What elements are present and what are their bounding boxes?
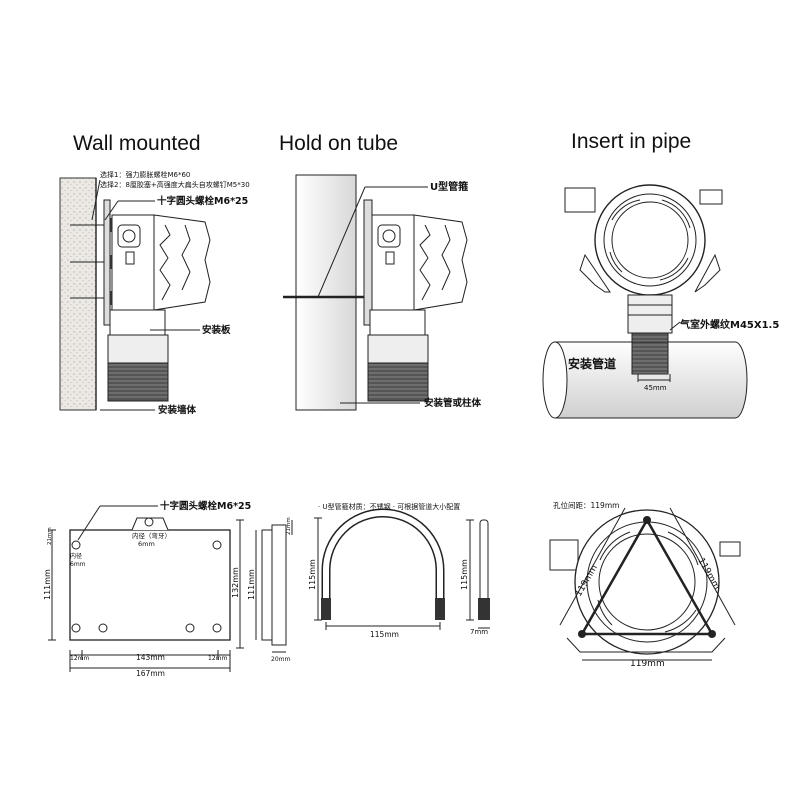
wall-detector — [107, 214, 211, 402]
title-hold-on-tube: Hold on tube — [279, 132, 399, 155]
plate-outline — [69, 529, 231, 641]
tube-detector — [363, 199, 468, 402]
plate-dimension-view: 十字圆头螺栓M6*25 内径（弯牙） 6mm 内径 6mm 111mm 21mm… — [43, 500, 293, 678]
ubolt-width: 115mm — [370, 630, 399, 639]
wall-body — [59, 177, 97, 411]
mounting-plate — [103, 199, 111, 326]
title-wall-mounted: Wall mounted — [73, 132, 201, 155]
plate-side-hole: 内径 — [70, 552, 82, 560]
hole-dim-bottom: 119mm — [630, 659, 665, 669]
dim-12-right: 12mm — [208, 655, 227, 662]
pipe-thread-label: 气室外螺纹M45X1.5 — [679, 318, 779, 331]
pipe-width-label: 45mm — [644, 384, 667, 392]
wall-plate-label: 安装板 — [202, 324, 231, 336]
wall-mounted-view: 选择1：强力膨胀螺栓M6*60 选择2：8厘胶塞+高强度大扁头自攻螺钉M5*30… — [59, 170, 250, 416]
dim-20: 20mm — [271, 656, 290, 663]
tube-support-label: 安装管或柱体 — [424, 397, 482, 409]
ubolt-nut-right — [435, 598, 445, 620]
dim-132: 132mm — [231, 567, 240, 598]
hole-spacing-view: 孔位间距：119mm 119mm 119mm 119mm — [549, 500, 741, 669]
dim-21-right: 21mm — [286, 517, 292, 535]
hold-on-tube-view: U型管箍 安装管或柱体 — [283, 174, 482, 411]
dim-21-top: 21mm — [47, 527, 53, 545]
wall-option2-label: 选择2：8厘胶塞+高强度大扁头自攻螺钉M5*30 — [100, 180, 250, 189]
plate-side-hole-size: 6mm — [70, 561, 86, 568]
plate-hole-size: 6mm — [138, 540, 155, 548]
ubolt-rod-size: 7mm — [470, 628, 488, 636]
wall-screw-label: 十字圆头螺栓M6*25 — [157, 195, 248, 207]
pipe-label: 安装管道 — [568, 356, 616, 371]
ubolt-dimension-view: · U型管箍材质：不锈钢 · 可根据管道大小配置 115mm 115mm 115… — [308, 502, 490, 639]
pipe-detector — [564, 184, 723, 374]
hole-triangle — [579, 517, 715, 636]
title-insert-in-pipe: Insert in pipe — [571, 130, 692, 153]
wall-label: 安装墙体 — [158, 404, 197, 416]
dim-12-left: 12mm — [70, 655, 89, 662]
ubolt-side-height: 115mm — [460, 559, 469, 590]
insert-in-pipe-view: 气室外螺纹M45X1.5 安装管道 45mm — [542, 184, 779, 419]
ubolt-note: · U型管箍材质：不锈钢 · 可根据管道大小配置 — [318, 502, 460, 511]
plate-screw-label: 十字圆头螺栓M6*25 — [160, 500, 251, 512]
support-tube — [295, 174, 357, 411]
ubolt-nut-left — [321, 598, 331, 620]
ubolt-height: 115mm — [308, 559, 317, 590]
dim-143: 143mm — [136, 653, 165, 662]
tube-ubolt-label: U型管箍 — [430, 180, 468, 193]
wall-option1-label: 选择1：强力膨胀螺栓M6*60 — [100, 170, 190, 179]
dim-167: 167mm — [136, 669, 165, 678]
dim-111-left: 111mm — [43, 569, 52, 600]
dim-111-side: 111mm — [247, 569, 256, 600]
hole-spacing-label: 孔位间距：119mm — [553, 500, 619, 510]
plate-hole-note: 内径（弯牙） — [132, 531, 171, 540]
